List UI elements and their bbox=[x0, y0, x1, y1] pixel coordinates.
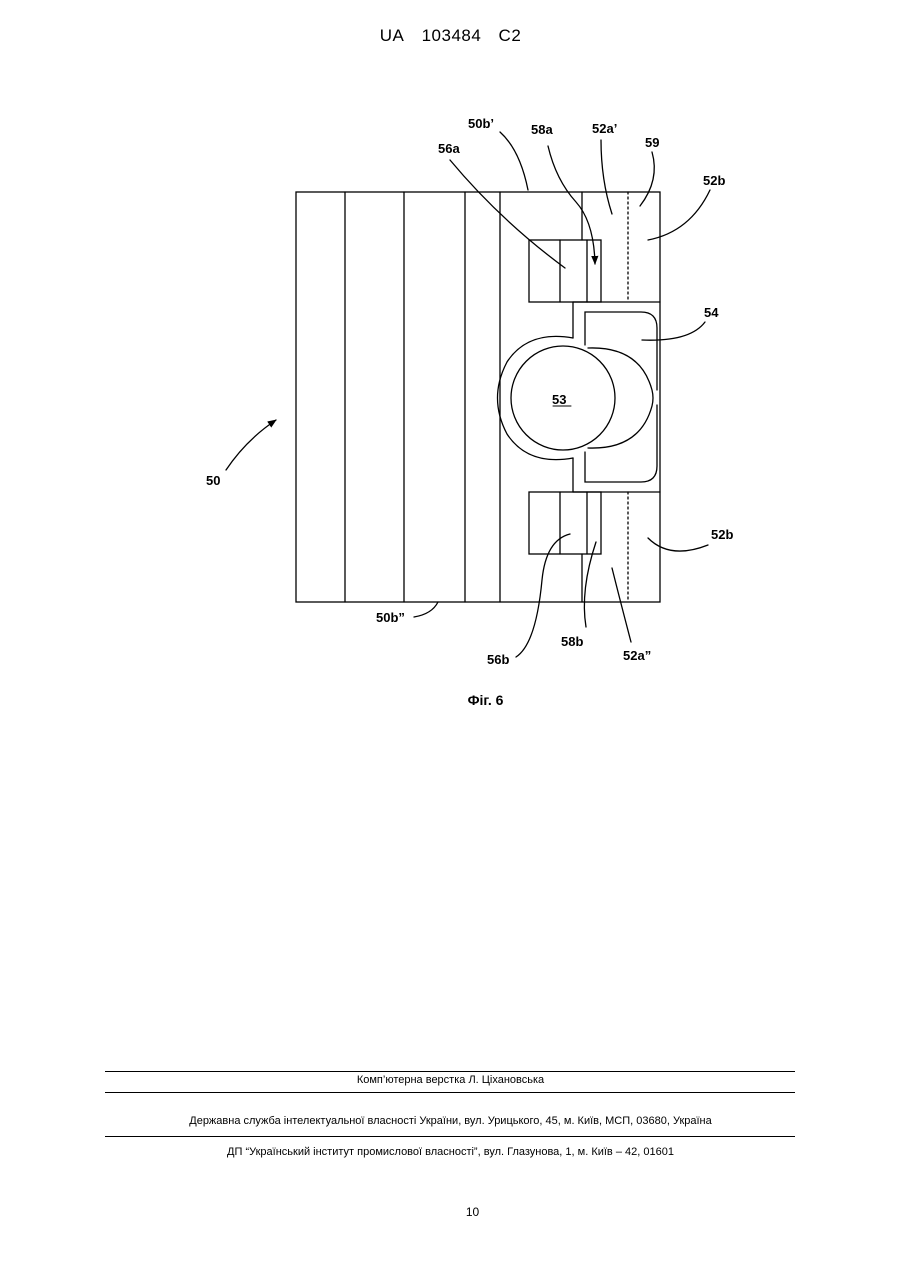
footer-layout-credit: Комп’ютерна верстка Л. Ціхановська bbox=[0, 1074, 901, 1086]
label-54: 54 bbox=[704, 305, 719, 320]
leader-58a bbox=[548, 146, 595, 264]
label-58a: 58a bbox=[531, 122, 553, 137]
footer-service-address: Державна служба інтелектуальної власност… bbox=[0, 1115, 901, 1127]
label-50b-prime: 50b’ bbox=[468, 116, 494, 131]
body-outline bbox=[296, 192, 660, 602]
footer-rule-3 bbox=[105, 1136, 795, 1137]
leader-54 bbox=[642, 322, 705, 340]
leader-52a1 bbox=[601, 140, 612, 214]
label-56b: 56b bbox=[487, 652, 509, 667]
leader-59 bbox=[640, 152, 654, 206]
label-59: 59 bbox=[645, 135, 659, 150]
leader-58b bbox=[584, 542, 596, 627]
label-52a-double-prime: 52a” bbox=[623, 648, 651, 663]
ball-seat-arc bbox=[588, 348, 653, 448]
label-58b: 58b bbox=[561, 634, 583, 649]
footer-rule-1 bbox=[105, 1071, 795, 1072]
leader-50 bbox=[226, 420, 276, 470]
label-50b-double-prime: 50b” bbox=[376, 610, 405, 625]
block-56b bbox=[529, 492, 601, 554]
page-number: 10 bbox=[0, 1205, 901, 1219]
label-50: 50 bbox=[206, 473, 220, 488]
element-54-upper bbox=[585, 312, 657, 390]
label-52a-prime: 52a’ bbox=[592, 121, 617, 136]
footer-rule-2 bbox=[105, 1092, 795, 1093]
figure-caption: Фіг. 6 bbox=[0, 692, 901, 708]
label-53: 53 bbox=[552, 392, 566, 407]
footer-institute-address: ДП “Український інститут промислової вла… bbox=[0, 1146, 901, 1158]
label-56a: 56a bbox=[438, 141, 460, 156]
leader-50b2 bbox=[414, 602, 438, 617]
leader-56a bbox=[450, 160, 565, 268]
leader-52b-top bbox=[648, 190, 710, 240]
label-52b-bottom: 52b bbox=[711, 527, 733, 542]
label-52b-top: 52b bbox=[703, 173, 725, 188]
leader-52b-bottom bbox=[648, 538, 708, 551]
leader-50b1 bbox=[500, 132, 528, 190]
